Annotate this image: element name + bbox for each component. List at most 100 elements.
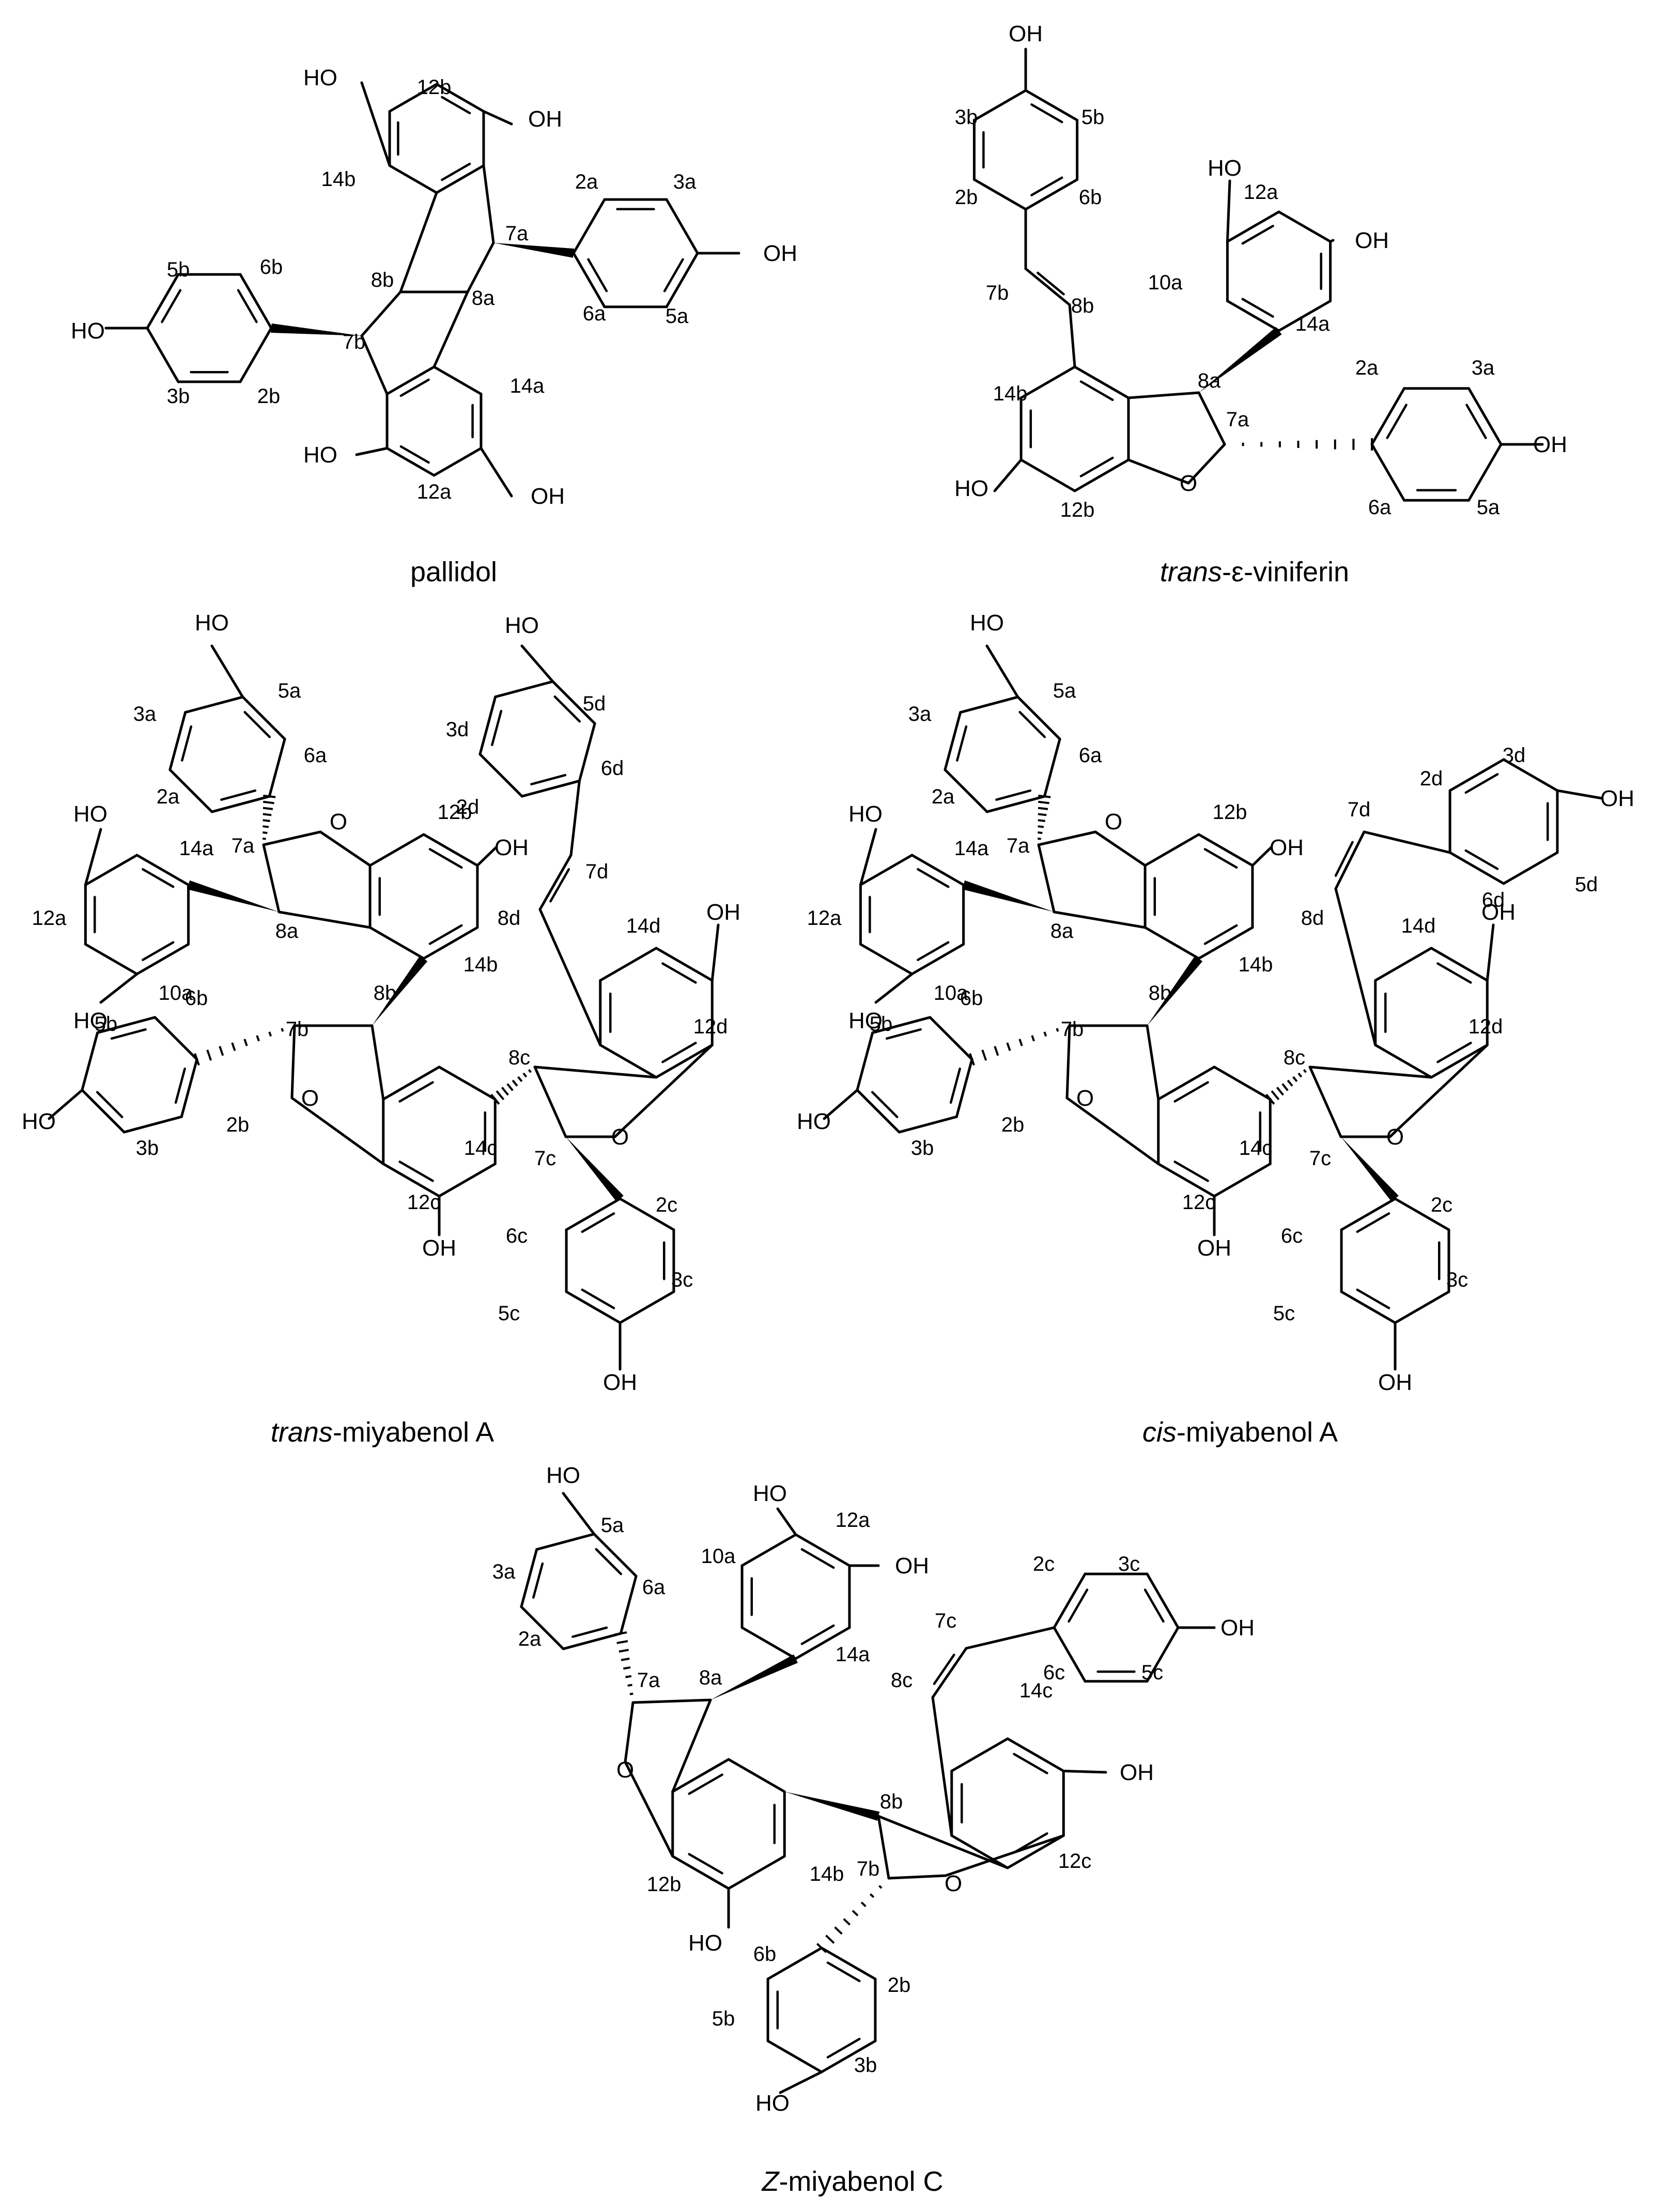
caption-Z-miyabenol-C: Z-miyabenol C bbox=[761, 2166, 943, 2197]
ring-bond bbox=[766, 2039, 823, 2074]
double-bond bbox=[491, 709, 503, 746]
bond bbox=[710, 923, 720, 982]
position-label: 14a bbox=[179, 837, 214, 860]
position-label: 6b bbox=[185, 987, 208, 1010]
ring-bond bbox=[565, 1290, 622, 1324]
bond bbox=[671, 1698, 712, 1793]
position-label: 12a bbox=[807, 907, 842, 930]
position-label: 12a bbox=[32, 907, 67, 930]
ring-bond bbox=[740, 1533, 797, 1567]
atom-symbol: OH bbox=[763, 241, 797, 266]
atom-symbol: O bbox=[1076, 1086, 1094, 1111]
atom-symbol: HO bbox=[688, 1930, 722, 1956]
ring-bond bbox=[84, 854, 138, 886]
ring-bond bbox=[871, 1016, 932, 1034]
hash-bond bbox=[969, 1028, 1059, 1066]
position-label: 8b bbox=[371, 269, 394, 291]
position-label: 2b bbox=[888, 1974, 911, 1997]
ring-bond bbox=[572, 252, 606, 308]
ring-bond bbox=[1394, 1197, 1450, 1231]
position-label: 12d bbox=[1469, 1015, 1503, 1038]
position-label: 3d bbox=[1503, 744, 1526, 767]
double-bond bbox=[1464, 849, 1499, 870]
ring-bond bbox=[368, 833, 425, 867]
ring-bond bbox=[955, 1058, 973, 1118]
atom-symbol: OH bbox=[528, 106, 562, 132]
atom-symbol: OH bbox=[494, 835, 529, 860]
ring-bond bbox=[1448, 758, 1505, 792]
atom-symbol: O bbox=[611, 1124, 629, 1150]
atom-symbol: HO bbox=[970, 610, 1004, 636]
caption-trans-epsilon-viniferin: trans-ε-viniferin bbox=[1160, 556, 1349, 587]
atom-symbol: OH bbox=[1355, 228, 1389, 253]
ring-bond bbox=[972, 89, 1027, 121]
double-bond bbox=[399, 445, 430, 464]
ring-bond bbox=[1226, 210, 1280, 243]
bond bbox=[84, 828, 102, 886]
ring-bond bbox=[153, 1016, 198, 1061]
double-bond bbox=[1030, 176, 1063, 196]
ring-bond bbox=[184, 695, 244, 714]
position-label: 6b bbox=[1079, 186, 1102, 209]
position-label: 3a bbox=[133, 703, 157, 725]
position-label: 2b bbox=[226, 1113, 250, 1136]
double-bond bbox=[933, 1653, 955, 1685]
bond bbox=[1334, 887, 1377, 1046]
position-label: 14a bbox=[1295, 313, 1330, 335]
double-bond bbox=[398, 1161, 434, 1182]
bond bbox=[859, 828, 877, 886]
position-label: 8a bbox=[1198, 369, 1221, 392]
atom-symbol: OH bbox=[531, 484, 565, 509]
atom-symbol: O bbox=[616, 1757, 634, 1783]
ring-bond bbox=[210, 795, 271, 813]
position-label: 14c bbox=[1019, 1679, 1053, 1702]
wedge-bond bbox=[187, 880, 279, 912]
atom-symbol: O bbox=[1105, 809, 1122, 834]
bond bbox=[1062, 1770, 1107, 1774]
atom-symbol: OH bbox=[1481, 900, 1516, 925]
ring-bond bbox=[562, 1632, 622, 1650]
ring-bond bbox=[1370, 387, 1405, 446]
double-bond bbox=[571, 1626, 608, 1638]
double-bond bbox=[1465, 404, 1487, 439]
bond bbox=[1197, 391, 1226, 446]
position-label: 8b bbox=[1071, 295, 1094, 317]
double-bond bbox=[174, 1068, 186, 1104]
bond bbox=[779, 2070, 823, 2094]
position-label: 14a bbox=[954, 837, 989, 860]
ring-bond bbox=[96, 1016, 157, 1034]
hash-bond bbox=[262, 794, 276, 840]
ring-bond bbox=[135, 854, 190, 886]
position-label: 14a bbox=[510, 375, 545, 397]
ring-bond bbox=[1197, 926, 1254, 960]
atom-symbol: OH bbox=[706, 900, 740, 925]
position-label: 5c bbox=[1141, 1661, 1163, 1684]
position-label: 6a bbox=[1079, 744, 1102, 767]
bond bbox=[399, 191, 438, 293]
position-label: 12c bbox=[1182, 1191, 1216, 1214]
hash-bond bbox=[1037, 794, 1051, 840]
bond bbox=[1388, 1044, 1489, 1138]
atom-symbol: OH bbox=[1120, 1760, 1154, 1785]
ring-bond bbox=[1340, 1290, 1397, 1324]
position-label: 7a bbox=[637, 1669, 660, 1692]
position-label: 7a bbox=[1226, 408, 1249, 431]
position-label: 10a bbox=[159, 982, 193, 1004]
bond bbox=[1053, 910, 1147, 929]
bond bbox=[520, 644, 554, 683]
double-bond bbox=[661, 1042, 697, 1063]
double-bond bbox=[581, 1288, 615, 1309]
wedge-bond bbox=[493, 243, 575, 258]
ring-bond bbox=[146, 327, 180, 383]
double-bond bbox=[1079, 456, 1114, 477]
position-label: 14d bbox=[626, 915, 661, 937]
double-bond bbox=[441, 96, 471, 115]
double-bond bbox=[142, 941, 175, 961]
position-label: 12c bbox=[1058, 1850, 1092, 1873]
ring-bond bbox=[859, 854, 914, 886]
ring-bond bbox=[578, 722, 596, 782]
double-bond bbox=[917, 941, 950, 961]
ring-bond bbox=[820, 1946, 877, 1981]
bond bbox=[360, 334, 389, 395]
